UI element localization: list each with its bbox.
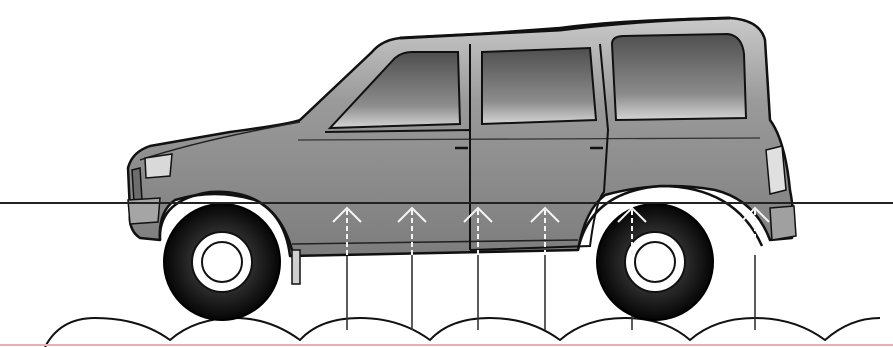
rear-hub [635, 242, 675, 282]
front-grille [132, 168, 142, 202]
rear-wheel [597, 204, 713, 320]
tail-light [766, 146, 786, 194]
front-hub [202, 242, 242, 282]
rear-quarter-window [612, 34, 746, 120]
headlight [145, 154, 172, 178]
mud-flap [292, 250, 300, 284]
rear-door-window [482, 48, 596, 124]
front-bumper [128, 198, 160, 224]
rear-bumper [770, 206, 796, 240]
front-wheel [164, 204, 280, 320]
